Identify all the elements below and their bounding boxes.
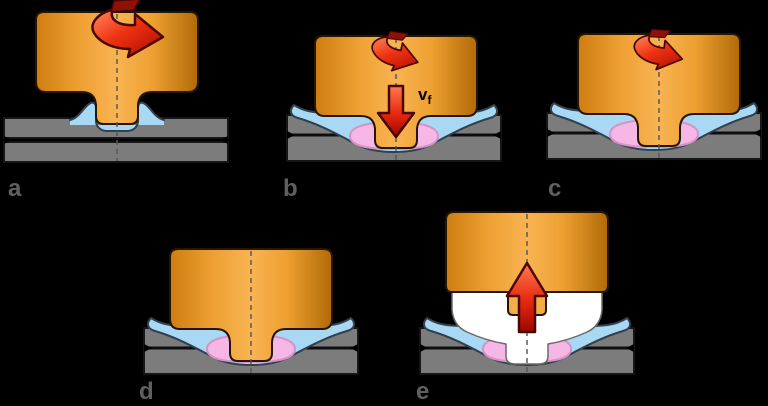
- plasticized-zone: [70, 102, 164, 131]
- panel-d: d: [139, 248, 360, 405]
- panel-label: d: [139, 378, 154, 405]
- retract-arrow-icon: [505, 261, 549, 334]
- sheet-gap-notch: [4, 136, 12, 144]
- panel-a: a: [3, 0, 229, 202]
- panel-b: vf b: [283, 26, 503, 202]
- panel-e: e: [416, 211, 636, 405]
- feed-rate-label: vf: [418, 85, 432, 107]
- sheet-gap-notch: [220, 136, 228, 144]
- plunge-arrow-icon: [376, 84, 416, 139]
- panel-label: e: [416, 378, 429, 405]
- lower-sheet: [3, 141, 229, 163]
- panel-label: a: [8, 175, 22, 202]
- panel-label: b: [283, 175, 298, 202]
- panel-c: c: [545, 25, 763, 202]
- panel-label: c: [548, 175, 561, 202]
